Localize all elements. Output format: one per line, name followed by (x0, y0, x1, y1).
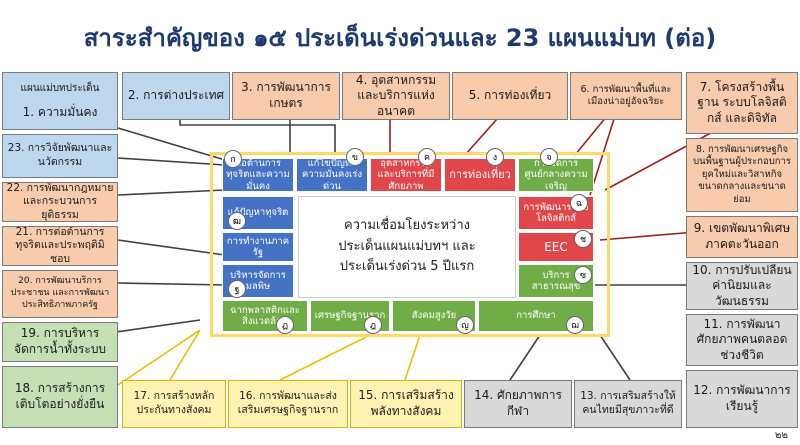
plan-21-anticorruption: 21. การต่อต้านการทุจริตและประพฤติมิชอบ (2, 226, 118, 266)
inner-frame (210, 152, 610, 337)
plan-10-values: 10. การปรับเปลี่ยนค่านิยมและวัฒนธรรม (686, 262, 798, 310)
plan-5-tourism: 5. การท่องเที่ยว (452, 72, 568, 120)
connector (117, 282, 226, 286)
plan-6-smart-city: 6. การพัฒนาพื้นที่และเมืองน่าอยู่อัจฉริย… (570, 72, 682, 120)
plan-11-human-potential: 11. การพัฒนาศักยภาพคนตลอดช่วงชีวิต (686, 314, 798, 366)
plan-18-growth: 18. การสร้างการเติบโตอย่างยั่งยืน (2, 366, 118, 428)
circle-marker: ก (224, 150, 242, 168)
page-number: ๒๒ (774, 430, 788, 441)
inner-environment: ฉากพลาสติกและสิ่งแวดล้อม (222, 300, 308, 332)
circle-marker: ฏ (276, 316, 294, 334)
plan-12-learning: 12. การพัฒนาการเรียนรู้ (686, 370, 798, 428)
plan-4-industry: 4. อุตสาหกรรมและบริการแห่งอนาคต (342, 72, 450, 120)
plan-16-grassroots: 16. การพัฒนาและส่งเสริมเศรษฐกิจฐานราก (228, 380, 348, 428)
inner-tourism: การท่องเที่ยว (444, 158, 516, 192)
connector (117, 239, 226, 256)
connector (509, 334, 541, 381)
circle-marker: ข (346, 148, 364, 166)
center-line-2: ประเด็นแผนแม่บทฯ และ (338, 238, 476, 254)
circle-marker: ช (574, 230, 592, 248)
connector (117, 127, 226, 161)
center-caption: ความเชื่อมโยงระหว่าง ประเด็นแผนแม่บทฯ แล… (298, 196, 516, 298)
circle-marker: จ (540, 148, 558, 166)
plan-8-sme: 8. การพัฒนาเศรษฐกิจบนพื้นฐานผู้ประกอบการ… (686, 138, 798, 212)
inner-anticorruption: ต่อต้านการทุจริตและความมั่นคง (222, 158, 294, 192)
inner-gov-work: การทำงานภาครัฐ (222, 232, 294, 262)
plan-3-agriculture: 3. การพัฒนาการเกษตร (232, 72, 340, 120)
plan-14-sports: 14. ศักยภาพการกีฬา (464, 380, 572, 428)
connector (169, 329, 201, 381)
inner-growth-center: การจัดการศูนย์กลางความเจริญ (518, 158, 594, 192)
circle-marker: ญ (456, 316, 474, 334)
page-title: สาระสำคัญของ ๑๕ ประเด็นเร่งด่วนและ 23 แผ… (83, 24, 717, 52)
plan-1-label: 1. ความมั่นคง (22, 104, 98, 119)
connector (117, 329, 201, 386)
plan-13-wellbeing: 13. การเสริมสร้างให้คนไทยมีสุขภาวะที่ดี (574, 380, 682, 428)
connector (279, 334, 371, 381)
circle-marker: ค (418, 148, 436, 166)
plan-22-law: 22. การพัฒนากฎหมายและกระบวนการยุติธรรม (2, 182, 118, 222)
circle-marker: ฐ (228, 280, 246, 298)
plan-15-social-power: 15. การเสริมสร้างพลังทางสังคม (350, 380, 462, 428)
inner-logistics: การพัฒนาระบบโลจิสติกส์ (518, 196, 594, 230)
connector (117, 189, 226, 196)
plan-9-eec: 9. เขตพัฒนาพิเศษภาคตะวันออก (686, 216, 798, 258)
center-line-3: ประเด็นเร่งด่วน 5 ปีแรก (339, 259, 475, 275)
plan-7-infrastructure: 7. โครงสร้างพื้นฐาน ระบบโลจิสติกส์ และดิ… (686, 72, 798, 134)
connector (599, 334, 631, 381)
circle-marker: ซ (574, 266, 592, 284)
plan-1-security: แผนแม่บทประเด็น 1. ความมั่นคง (2, 72, 118, 130)
circle-marker: ฌ (566, 316, 584, 334)
plan-17-social-security: 17. การสร้างหลักประกันทางสังคม (122, 380, 226, 428)
left-header: แผนแม่บทประเด็น (20, 82, 100, 94)
circle-marker: ฎ (364, 316, 382, 334)
connector (404, 334, 421, 381)
center-line-1: ความเชื่อมโยงระหว่าง (344, 217, 470, 233)
plan-20-public-service: 20. การพัฒนาบริการประชาชน และการพัฒนาประ… (2, 270, 118, 318)
plan-2-foreign: 2. การต่างประเทศ (122, 72, 230, 120)
connector (117, 157, 226, 166)
circle-marker: ฉ (570, 194, 588, 212)
plan-19-water: 19. การบริหารจัดการน้ำทั้งระบบ (2, 322, 118, 362)
circle-marker: ง (486, 148, 504, 166)
plan-23-research: 23. การวิจัยพัฒนาและนวัตกรรม (2, 134, 118, 178)
circle-marker: ฒ (228, 212, 246, 230)
